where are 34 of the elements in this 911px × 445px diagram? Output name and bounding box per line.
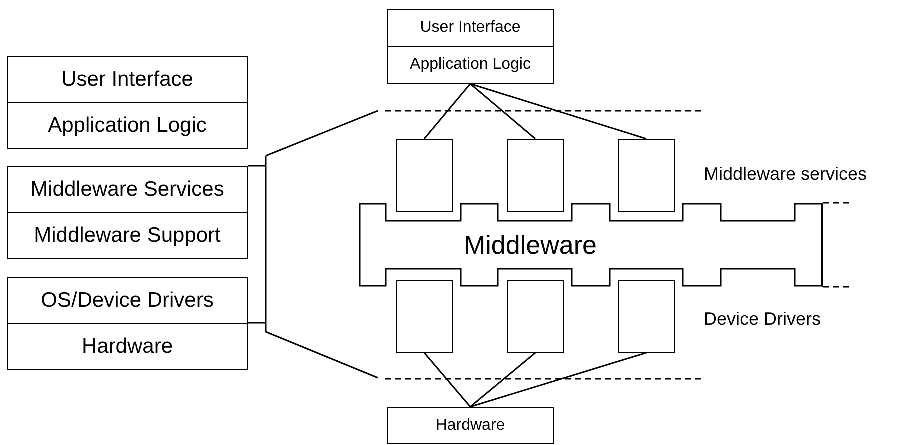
layer-box xyxy=(7,166,248,213)
connector-line xyxy=(424,84,472,140)
connector-line xyxy=(470,352,536,408)
layer-box xyxy=(7,102,248,149)
layer-label: Application Logic xyxy=(48,114,207,138)
layer-box xyxy=(7,212,248,259)
component-box xyxy=(618,139,675,212)
bus-label: Middleware xyxy=(464,230,597,260)
component-box xyxy=(618,280,675,353)
connector-line xyxy=(470,352,647,408)
layer-label: Middleware Services xyxy=(30,178,224,202)
layer-label: Middleware Support xyxy=(34,224,221,248)
layer-caption: Middleware services xyxy=(704,164,868,185)
layer-box xyxy=(387,46,554,84)
connector-line xyxy=(470,83,647,140)
middleware-bus-shape xyxy=(359,203,823,287)
layer-label: Application Logic xyxy=(410,56,531,74)
layer-label: OS/Device Drivers xyxy=(41,288,214,312)
layer-box xyxy=(387,407,554,444)
component-box xyxy=(396,280,453,353)
component-box xyxy=(396,139,453,212)
component-box xyxy=(507,280,564,353)
layer-label: User Interface xyxy=(420,19,521,37)
layer-box xyxy=(7,277,248,324)
layer-box xyxy=(7,56,248,103)
layer-caption: Device Drivers xyxy=(704,309,822,330)
layer-label: Hardware xyxy=(436,416,506,434)
component-box xyxy=(507,139,564,212)
connector-line xyxy=(424,352,472,408)
layer-label: User Interface xyxy=(62,68,194,92)
layer-box xyxy=(387,9,554,47)
connector-line xyxy=(470,83,536,140)
layer-label: Hardware xyxy=(82,334,174,358)
layer-box xyxy=(7,323,248,370)
